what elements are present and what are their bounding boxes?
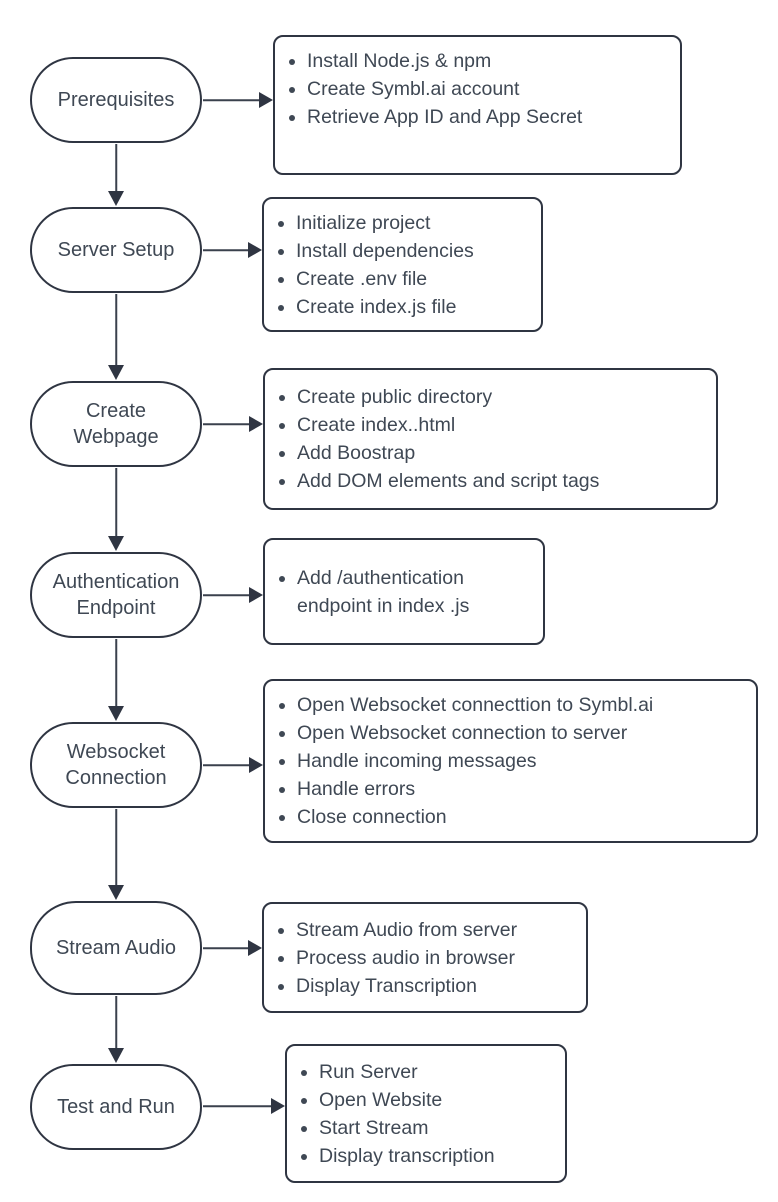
flow-node-label: Create Webpage bbox=[73, 400, 159, 448]
flow-node-label: Prerequisites bbox=[57, 89, 175, 111]
flow-node-label: Server Setup bbox=[57, 239, 175, 261]
flow-node-server-setup: Server Setup bbox=[30, 207, 202, 293]
bullet-list: Run ServerOpen WebsiteStart StreamDispla… bbox=[287, 1058, 505, 1170]
arrow-right-server-setup bbox=[203, 242, 262, 258]
bullet-item: Add Boostrap bbox=[297, 439, 599, 467]
bullet-item: Install dependencies bbox=[296, 237, 474, 265]
bullet-item: Open Website bbox=[319, 1086, 495, 1114]
bullet-list: Initialize projectInstall dependenciesCr… bbox=[264, 209, 484, 321]
flow-node-label: Authentication Endpoint bbox=[52, 571, 180, 619]
arrow-shaft bbox=[203, 423, 250, 425]
arrowhead-right-icon bbox=[249, 757, 263, 773]
arrow-shaft bbox=[203, 947, 249, 949]
bullet-item: Open Websocket connection to server bbox=[297, 719, 653, 747]
flow-node-stream-audio: Stream Audio bbox=[30, 901, 202, 995]
arrow-shaft bbox=[115, 809, 117, 886]
detail-box-stream-audio: Stream Audio from serverProcess audio in… bbox=[262, 902, 588, 1013]
flow-node-authentication-endpoint: Authentication Endpoint bbox=[30, 552, 202, 638]
arrow-right-test-and-run bbox=[203, 1098, 285, 1114]
bullet-item: Display Transcription bbox=[296, 972, 517, 1000]
arrow-shaft bbox=[115, 639, 117, 707]
bullet-item: Handle incoming messages bbox=[297, 747, 653, 775]
arrowhead-right-icon bbox=[259, 92, 273, 108]
arrowhead-right-icon bbox=[271, 1098, 285, 1114]
arrow-right-prerequisites bbox=[203, 92, 273, 108]
bullet-item: Close connection bbox=[297, 803, 653, 831]
bullet-list: Stream Audio from serverProcess audio in… bbox=[264, 916, 527, 1000]
arrow-down-4 bbox=[107, 639, 125, 721]
arrow-down-5 bbox=[107, 809, 125, 900]
bullet-item: Create .env file bbox=[296, 265, 474, 293]
arrow-down-2 bbox=[107, 294, 125, 380]
bullet-item: Initialize project bbox=[296, 209, 474, 237]
arrowhead-down-icon bbox=[108, 1048, 124, 1063]
bullet-list: Create public directoryCreate index..htm… bbox=[265, 383, 609, 495]
arrowhead-down-icon bbox=[108, 191, 124, 206]
arrow-down-6 bbox=[107, 996, 125, 1063]
arrowhead-down-icon bbox=[108, 536, 124, 551]
bullet-item: Add /authentication endpoint in index .j… bbox=[297, 564, 533, 620]
arrow-down-3 bbox=[107, 468, 125, 551]
bullet-list: Install Node.js & npmCreate Symbl.ai acc… bbox=[275, 47, 592, 131]
flow-node-websocket-connection: Websocket Connection bbox=[30, 722, 202, 808]
detail-box-prerequisites: Install Node.js & npmCreate Symbl.ai acc… bbox=[273, 35, 682, 175]
arrow-right-websocket-connection bbox=[203, 757, 263, 773]
bullet-item: Create public directory bbox=[297, 383, 599, 411]
arrow-shaft bbox=[115, 294, 117, 366]
flow-node-label: Stream Audio bbox=[55, 937, 177, 959]
bullet-item: Handle errors bbox=[297, 775, 653, 803]
bullet-list: Add /authentication endpoint in index .j… bbox=[265, 564, 543, 620]
arrowhead-right-icon bbox=[248, 940, 262, 956]
arrowhead-right-icon bbox=[249, 416, 263, 432]
bullet-item: Run Server bbox=[319, 1058, 495, 1086]
arrowhead-down-icon bbox=[108, 885, 124, 900]
arrow-shaft bbox=[203, 99, 260, 101]
arrow-shaft bbox=[115, 144, 117, 192]
flow-node-create-webpage: Create Webpage bbox=[30, 381, 202, 467]
arrow-right-authentication-endpoint bbox=[203, 587, 263, 603]
bullet-item: Create index..html bbox=[297, 411, 599, 439]
arrowhead-down-icon bbox=[108, 365, 124, 380]
arrow-shaft bbox=[203, 764, 250, 766]
arrow-shaft bbox=[203, 249, 249, 251]
arrow-right-stream-audio bbox=[203, 940, 262, 956]
detail-box-authentication-endpoint: Add /authentication endpoint in index .j… bbox=[263, 538, 545, 645]
bullet-item: Create index.js file bbox=[296, 293, 474, 321]
bullet-item: Process audio in browser bbox=[296, 944, 517, 972]
bullet-item: Retrieve App ID and App Secret bbox=[307, 103, 582, 131]
bullet-item: Display transcription bbox=[319, 1142, 495, 1170]
flow-node-label: Websocket Connection bbox=[65, 741, 167, 789]
bullet-list: Open Websocket connecttion to Symbl.aiOp… bbox=[265, 691, 663, 831]
arrowhead-right-icon bbox=[249, 587, 263, 603]
arrow-shaft bbox=[203, 594, 250, 596]
flow-node-label: Test and Run bbox=[57, 1096, 175, 1118]
bullet-item: Create Symbl.ai account bbox=[307, 75, 582, 103]
arrow-down-1 bbox=[107, 144, 125, 206]
flow-node-test-and-run: Test and Run bbox=[30, 1064, 202, 1150]
arrow-shaft bbox=[115, 996, 117, 1049]
bullet-item: Start Stream bbox=[319, 1114, 495, 1142]
detail-box-websocket-connection: Open Websocket connecttion to Symbl.aiOp… bbox=[263, 679, 758, 843]
arrowhead-right-icon bbox=[248, 242, 262, 258]
arrow-shaft bbox=[115, 468, 117, 537]
bullet-item: Open Websocket connecttion to Symbl.ai bbox=[297, 691, 653, 719]
detail-box-create-webpage: Create public directoryCreate index..htm… bbox=[263, 368, 718, 510]
bullet-item: Add DOM elements and script tags bbox=[297, 467, 599, 495]
arrowhead-down-icon bbox=[108, 706, 124, 721]
detail-box-test-and-run: Run ServerOpen WebsiteStart StreamDispla… bbox=[285, 1044, 567, 1183]
flow-node-prerequisites: Prerequisites bbox=[30, 57, 202, 143]
arrow-shaft bbox=[203, 1105, 272, 1107]
arrow-right-create-webpage bbox=[203, 416, 263, 432]
bullet-item: Stream Audio from server bbox=[296, 916, 517, 944]
detail-box-server-setup: Initialize projectInstall dependenciesCr… bbox=[262, 197, 543, 332]
bullet-item: Install Node.js & npm bbox=[307, 47, 582, 75]
